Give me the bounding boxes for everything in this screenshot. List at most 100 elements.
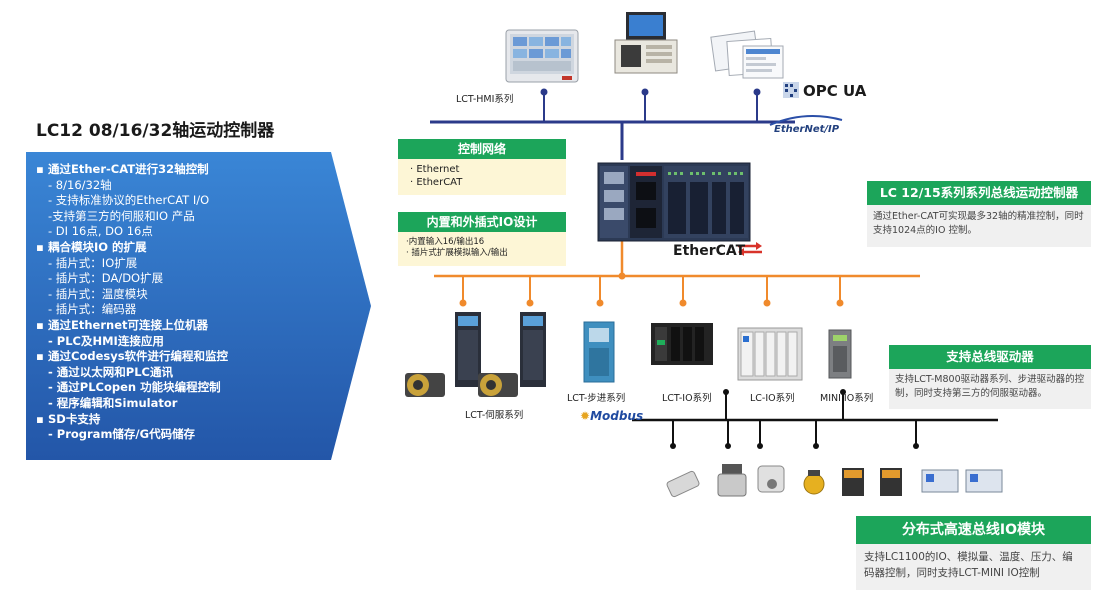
feature-arrow: ▪ 通过Ether-CAT进行32轴控制- 8/16/32轴- 支持标准协议的Et… (26, 148, 371, 464)
feature-text: 通过Ethernet可连接上位机器 (48, 317, 208, 332)
modbus-gear-icon: ✹ (580, 409, 591, 423)
feature-text: - 8/16/32轴 (48, 177, 112, 192)
network-box-title: 控制网络 (398, 139, 566, 159)
node-dot (670, 443, 676, 449)
opcua-logo-icon (783, 82, 799, 98)
mini-io-module-icon (828, 329, 852, 379)
driver-box-desc: 支持LCT-M800驱动器系列、步进驱动器的控制，同时支持第三方的伺服驱动器。 (889, 369, 1091, 409)
lc12-controller-icon (597, 162, 751, 242)
feature-subitem: - Program储存/G代码储存 (30, 427, 360, 443)
node-dot (757, 443, 763, 449)
feature-text: - PLC及HMI连接应用 (48, 333, 164, 348)
node-dot (540, 88, 548, 96)
feature-text: SD卡支持 (48, 411, 101, 426)
feature-text: - Program储存/G代码储存 (48, 427, 196, 442)
page-title: LC12 08/16/32轴运动控制器 (36, 121, 275, 141)
feature-list: ▪ 通过Ether-CAT进行32轴控制- 8/16/32轴- 支持标准协议的Et… (30, 162, 360, 443)
feature-text: - 通过以太网和PLC通讯 (48, 364, 173, 379)
bullet-icon: ▪ (36, 349, 44, 364)
node-dot (813, 443, 819, 449)
node-dot (596, 299, 604, 307)
feature-subitem: - 通过PLCopen 功能块编程控制 (30, 380, 360, 396)
ethercat-logo: EtherCAT (673, 243, 746, 259)
io-design-item: · 插片式扩展模拟输入/输出 (406, 248, 508, 258)
feature-heading: ▪ 通过Ether-CAT进行32轴控制 (30, 162, 360, 178)
feature-heading: ▪通过Codesys软件进行编程和监控 (30, 349, 360, 365)
feature-subitem: - 插片式：温度模块 (30, 287, 360, 303)
label-lc-io: LC-IO系列 (750, 393, 795, 404)
node-dot (913, 443, 919, 449)
feature-text: - 支持标准协议的EtherCAT I/O (48, 193, 210, 208)
feature-subitem: - 插片式：DA/DO扩展 (30, 271, 360, 287)
industrial-pc-icon (614, 12, 678, 74)
io-module-box-title: 分布式高速总线IO模块 (856, 516, 1091, 544)
feature-text: - 通过PLCopen 功能块编程控制 (48, 380, 221, 395)
opcua-logo: OPC UA (803, 82, 867, 100)
io-module-box-desc: 支持LC1100的IO、模拟量、温度、压力、编码器控制，同时支持LCT-MINI… (856, 544, 1091, 590)
lc-io-module-icon (737, 327, 803, 381)
ethernetip-logo: EtherNet/IP (774, 124, 840, 135)
feature-subitem: - 插片式：编码器 (30, 302, 360, 318)
node-dot (840, 389, 846, 395)
sensor-icon (666, 464, 1003, 498)
bullet-icon: ▪ (36, 411, 44, 426)
controller-box-title: LC 12/15系列系列总线运动控制器 (867, 181, 1091, 205)
feature-text: - 插片式：DA/DO扩展 (48, 271, 164, 286)
node-dot (836, 299, 844, 307)
feature-subitem: - DI 16点, DO 16点 (30, 224, 360, 240)
io-design-item: ·内置输入16/输出16 (406, 237, 485, 247)
feature-text: 耦合模块IO 的扩展 (48, 239, 147, 254)
node-dot (753, 88, 761, 96)
label-mini-io: MINI IO系列 (820, 393, 874, 404)
hmi-device-icon (505, 29, 579, 83)
feature-subitem: -支持第三方的伺服和IO 产品 (30, 209, 360, 225)
stepper-drive-icon (583, 321, 615, 383)
io-design-box-body: ·内置输入16/输出16 · 插片式扩展模拟输入/输出 (398, 232, 566, 266)
bullet-icon: ▪ (36, 239, 44, 254)
feature-text: - 程序编辑和Simulator (48, 395, 178, 410)
controller-box-desc: 通过Ether-CAT可实现最多32轴的精准控制，同时支持1024点的IO 控制… (867, 205, 1091, 247)
label-stepper: LCT-步进系列 (567, 393, 626, 404)
servo-motor-icon (405, 373, 518, 397)
feature-heading: ▪ SD卡支持 (30, 412, 360, 428)
bullet-icon: ▪ (36, 162, 44, 176)
io-design-box-title: 内置和外插式IO设计 (398, 212, 566, 232)
label-lct-io: LCT-IO系列 (662, 393, 712, 404)
feature-text: -支持第三方的伺服和IO 产品 (48, 208, 195, 223)
modbus-logo: ✹Modbus (580, 409, 643, 423)
feature-subitem: - 程序编辑和Simulator (30, 396, 360, 412)
feature-text: - 插片式：编码器 (48, 302, 137, 317)
feature-subitem: - 通过以太网和PLC通讯 (30, 365, 360, 381)
ethernetip-swoosh-icon (769, 115, 843, 126)
node-dot (725, 443, 731, 449)
lct-io-module-icon (651, 323, 713, 365)
feature-subitem: - 8/16/32轴 (30, 178, 360, 194)
feature-text: - 插片式：IO扩展 (48, 255, 138, 270)
servo-drive-icon (455, 312, 546, 387)
label-hmi: LCT-HMI系列 (456, 94, 514, 105)
feature-heading: ▪ 通过Ethernet可连接上位机器 (30, 318, 360, 334)
feature-subitem: - PLC及HMI连接应用 (30, 334, 360, 350)
bullet-icon: ▪ (36, 317, 44, 332)
label-servo: LCT-伺服系列 (465, 410, 524, 421)
node-dot (618, 272, 626, 280)
node-dot (723, 389, 729, 395)
feature-text: - DI 16点, DO 16点 (48, 224, 153, 239)
feature-heading: ▪ 耦合模块IO 的扩展 (30, 240, 360, 256)
driver-box-title: 支持总线驱动器 (889, 345, 1091, 369)
network-item: · Ethernet (410, 164, 460, 175)
network-box-body: · Ethernet · EtherCAT (398, 159, 566, 195)
node-dot (641, 88, 649, 96)
node-dot (763, 299, 771, 307)
ethercat-arrows-icon (738, 242, 762, 256)
feature-subitem: - 支持标准协议的EtherCAT I/O (30, 193, 360, 209)
feature-text: 通过Ether-CAT进行32轴控制 (48, 162, 209, 176)
node-dot (526, 299, 534, 307)
software-pc-icon (710, 30, 784, 79)
modbus-logo-text: Modbus (590, 409, 644, 423)
network-item: · EtherCAT (410, 177, 463, 188)
arrow-shape (26, 152, 371, 460)
node-dot (679, 299, 687, 307)
feature-text: - 插片式：温度模块 (48, 286, 148, 301)
node-dot (459, 299, 467, 307)
